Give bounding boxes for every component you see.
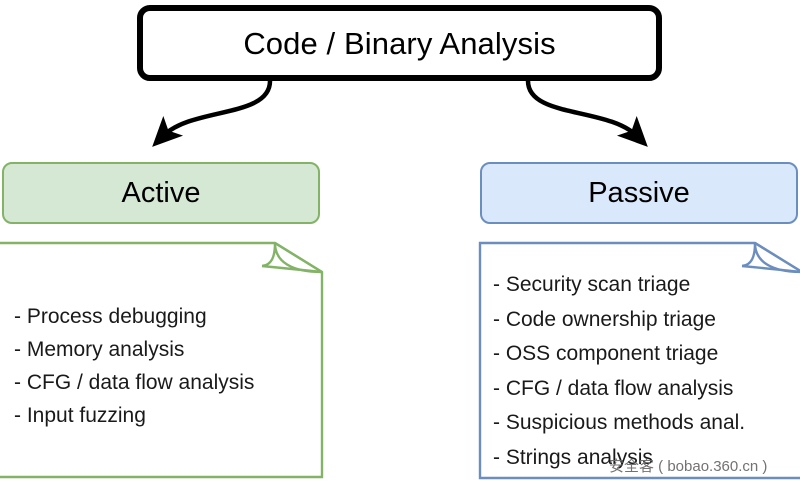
connector-root-to-active: [152, 78, 273, 147]
connector-root-to-passive: [525, 78, 648, 147]
node-code-binary-analysis[interactable]: Code / Binary Analysis: [137, 5, 662, 81]
note-passive-item: - Strings analysis: [493, 445, 653, 469]
node-active[interactable]: Active: [2, 162, 320, 224]
note-passive-item: - Suspicious methods anal.: [493, 411, 746, 434]
note-passive-item: - Security scan triage: [493, 273, 691, 296]
note-passive: - Security scan triage - Code ownership …: [493, 268, 793, 475]
note-passive-item: - OSS component triage: [493, 342, 719, 365]
note-active-item: - CFG / data flow analysis: [14, 371, 255, 394]
note-passive-item: - CFG / data flow analysis: [493, 376, 734, 400]
note-active: - Process debugging - Memory analysis - …: [14, 300, 314, 432]
note-active-item: - Process debugging: [14, 305, 207, 328]
node-passive-label: Passive: [588, 176, 690, 209]
note-passive-item: - Code ownership triage: [493, 307, 716, 331]
node-passive[interactable]: Passive: [480, 162, 798, 224]
node-active-label: Active: [121, 176, 201, 209]
node-code-binary-analysis-label: Code / Binary Analysis: [243, 25, 556, 61]
note-active-item: - Input fuzzing: [14, 404, 146, 427]
watermark: 安全客 ( bobao.360.cn ): [609, 458, 768, 475]
note-active-item: - Memory analysis: [14, 338, 185, 361]
